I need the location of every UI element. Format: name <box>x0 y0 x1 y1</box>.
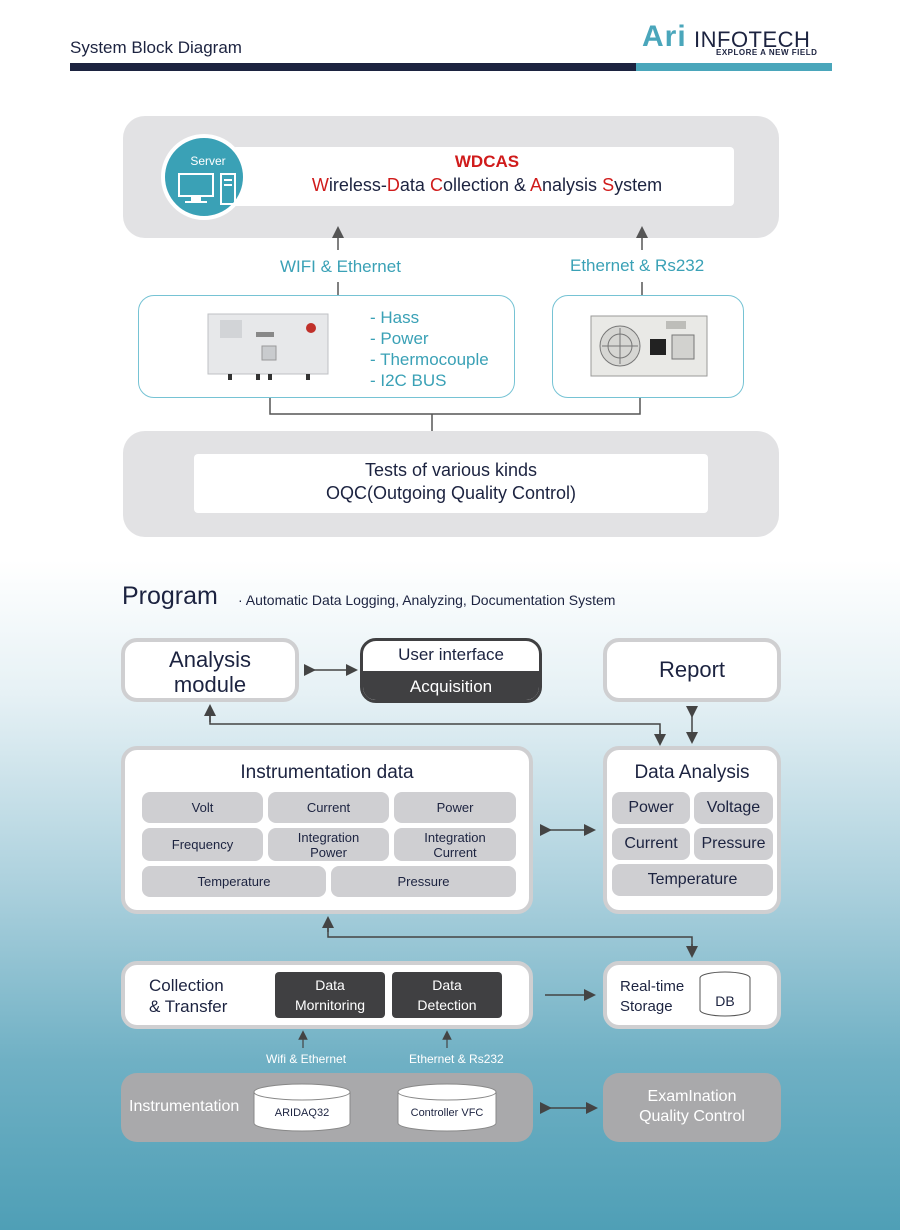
tests-line1: Tests of various kinds <box>364 460 538 480</box>
cell-pressure: Pressure <box>331 866 516 897</box>
wifi-ethernet-link-label: Wifi & Ethernet <box>266 1052 347 1066</box>
controller-vfc-cylinder <box>397 1083 497 1132</box>
controller-device-image <box>590 315 708 377</box>
wdcas-subtitle: Wireless-Data Collection & Analysis Syst… <box>311 175 663 195</box>
list-item: - Power <box>370 329 429 348</box>
acquisition-label: Acquisition <box>363 671 539 700</box>
logo-infotech: INFOTECH <box>694 27 811 52</box>
server-circle: Server <box>161 134 247 220</box>
exam-quality-panel <box>603 1073 781 1142</box>
logo-tagline: EXPLORE A NEW FIELD <box>716 48 818 57</box>
header-divider <box>70 63 832 71</box>
controller-vfc-label: Controller VFC <box>410 1107 484 1119</box>
ethernet-rs232-label: Ethernet & Rs232 <box>570 256 705 275</box>
header-divider-accent <box>636 63 832 71</box>
logo-ari: Ari <box>642 20 687 53</box>
instrumentation-label: Instrumentation <box>129 1098 240 1115</box>
user-interface-box: User interface Acquisition <box>360 638 542 703</box>
realtime-storage-box <box>603 961 781 1029</box>
da-temperature: Temperature <box>612 864 773 896</box>
wifi-ethernet-label: WIFI & Ethernet <box>280 257 401 276</box>
analysis-module-label: Analysis module <box>169 647 251 697</box>
da-power: Power <box>612 792 690 824</box>
tests-text: Tests of various kinds OQC(Outgoing Qual… <box>194 459 708 505</box>
ethernet-rs232-link-label: Ethernet & Rs232 <box>409 1052 504 1066</box>
aridaq32-cylinder <box>253 1083 351 1132</box>
server-label: Server <box>190 154 226 168</box>
cell-temperature: Temperature <box>142 866 326 897</box>
program-subtitle: · Automatic Data Logging, Analyzing, Doc… <box>238 592 616 608</box>
list-item: - Hass <box>370 308 420 327</box>
tests-box <box>194 454 708 513</box>
data-analysis-title: Data Analysis <box>634 762 750 783</box>
collection-transfer-label: Collection & Transfer <box>149 976 228 1016</box>
realtime-storage-label: Real-time Storage <box>620 978 685 1015</box>
device-signal-list: - Hass - Power - Thermocouple - I2C BUS <box>370 307 489 391</box>
report-label: Report <box>658 657 726 682</box>
cell-integration-power: Integration Power <box>268 828 389 861</box>
cell-volt: Volt <box>142 792 263 823</box>
da-voltage: Voltage <box>694 792 773 824</box>
exam-quality-label: ExamInation Quality Control <box>639 1088 745 1125</box>
list-item: - I2C BUS <box>370 371 447 390</box>
cell-current: Current <box>268 792 389 823</box>
program-title: Program <box>122 582 218 610</box>
program-connectors <box>204 664 698 1114</box>
analysis-module-box: Analysis module <box>121 638 299 702</box>
list-item: - Thermocouple <box>370 350 489 369</box>
db-label: DB <box>715 993 735 1009</box>
instrumentation-data-title: Instrumentation data <box>240 762 414 783</box>
wdcas-box <box>232 147 734 206</box>
daq-device-image <box>207 313 329 380</box>
tests-line2: OQC(Outgoing Quality Control) <box>325 483 577 503</box>
cell-integration-current: Integration Current <box>394 828 516 861</box>
da-pressure: Pressure <box>694 828 773 860</box>
cell-power: Power <box>394 792 516 823</box>
page-title: System Block Diagram <box>70 38 242 57</box>
da-current: Current <box>612 828 690 860</box>
cell-frequency: Frequency <box>142 828 263 861</box>
report-box: Report <box>603 638 781 702</box>
aridaq32-label: ARIDAQ32 <box>274 1107 330 1119</box>
wdcas-title: WDCAS <box>454 152 520 171</box>
database-icon <box>699 971 751 1017</box>
user-interface-label: User interface <box>398 645 504 664</box>
server-icon <box>178 173 236 205</box>
